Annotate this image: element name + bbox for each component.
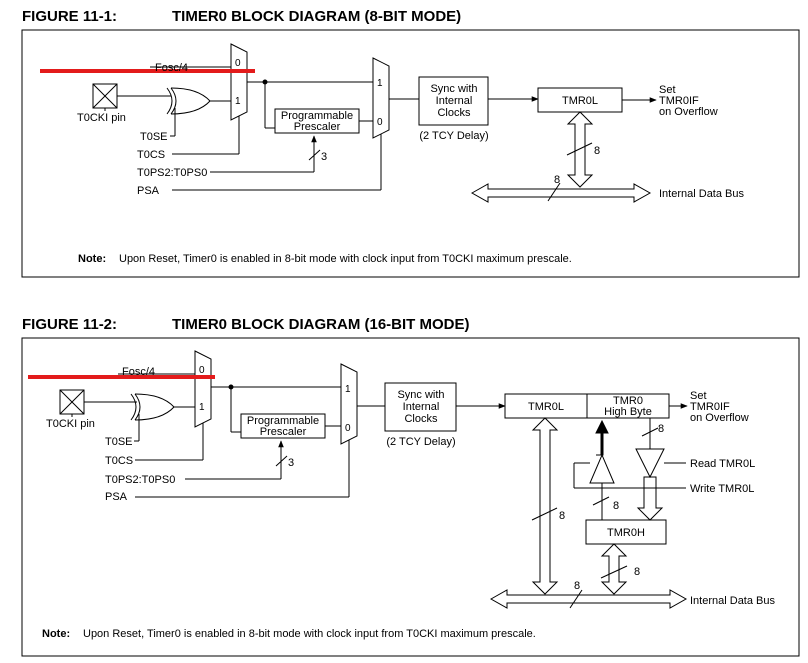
fig1-bus-bits-b: 8 [554,174,560,186]
fig1-tmr0l-label: TMR0L [562,95,598,107]
fig1-set-line1: Set [659,84,676,96]
fig2-xor-gate [134,393,175,421]
fig2-sync-block [384,382,457,432]
fig2-write-arrow [595,419,609,456]
fig2-t0ps-label: T0PS2:T0PS0 [105,474,175,486]
fig1-fosc-label: Fosc/4 [155,62,188,74]
fig1-prescaler-bits: 3 [321,151,327,163]
fig2-diagram [59,350,688,609]
fig2-note-text: Upon Reset, Timer0 is enabled in 8-bit m… [83,628,536,640]
fig2-set-line2: TMR0IF [690,401,730,413]
fig1-internal-data-bus [470,183,652,203]
fig2-fosc-label: Fosc/4 [122,366,155,378]
fig2-prescaler-line2: Prescaler [260,426,307,438]
fig1-set-line2: TMR0IF [659,95,699,107]
fig1-diagram [92,43,657,203]
fig1-sync-line3: Clocks [437,107,471,119]
fig1-t0ps-label: T0PS2:T0PS0 [137,167,207,179]
fig2-set-line1: Set [690,390,707,402]
fig1-sync-line1: Sync with [430,83,477,95]
fig2-set-line3: on Overflow [690,412,749,424]
fig2-bus-label: Internal Data Bus [690,595,775,607]
fig1-psa-label: PSA [137,185,160,197]
fig2-tmr0h-label: TMR0H [607,527,645,539]
fig1-input-mux [230,43,248,121]
fig2-number: FIGURE 11-2: [22,316,117,333]
fig2-frame [21,337,800,657]
fig1-prescaler-line1: Programmable [281,110,353,122]
fig1-t0cs-label: T0CS [137,149,165,161]
fig2-internal-data-bus [489,589,688,609]
fig1-number: FIGURE 11-1: [22,8,117,25]
fig2-mux-in0: 0 [199,365,205,376]
fig2-mux-in1: 1 [199,402,205,413]
fig2-read-label: Read TMR0L [690,458,755,470]
fig2-tmr0h-bus-arrow [600,543,628,595]
fig2-mux2-in1: 1 [345,384,351,395]
fig2-prescaler-line1: Programmable [247,415,319,427]
fig2-note-label: Note: [42,628,70,640]
fig1-t0se-label: T0SE [140,131,168,143]
fig2-sync-line1: Sync with [397,389,444,401]
fig1-clock-mux [372,57,390,139]
fig1-xor-gate [170,87,211,115]
fig1-prescaler-line2: Prescaler [294,121,341,133]
fig1-mux-in0: 0 [235,58,241,69]
fig1-tmr0l-bus-arrow [566,111,594,188]
fig2-read-buffer [635,448,665,479]
fig1-mux-in1: 1 [235,96,241,107]
fig2-tmr0h-register [585,519,667,545]
fig2-tmr0-high-line1: TMR0 [613,395,643,407]
fig2-bits-bus: 8 [574,580,580,592]
fig2-input-mux [194,350,212,428]
fig2-bits-latch: 8 [613,500,619,512]
fig2-bits-h: 8 [634,566,640,578]
fig2-sync-line2: Internal [403,401,440,413]
fig1-mux2-in0: 0 [377,117,383,128]
fig2-psa-label: PSA [105,491,128,503]
fig2-bits-high: 8 [658,423,664,435]
fig2-bits-left: 8 [559,510,565,522]
fig1-set-line3: on Overflow [659,106,718,118]
fig1-sync-block [418,76,489,126]
fig1-bus-label: Internal Data Bus [659,188,744,200]
fig1-note-label: Note: [78,253,106,265]
fig2-t0se-label: T0SE [105,436,133,448]
fig1-delay-label: (2 TCY Delay) [419,130,488,142]
fig2-sync-line3: Clocks [404,413,438,425]
fig2-write-label: Write TMR0L [690,483,754,495]
fig1-sync-line2: Internal [436,95,473,107]
fig2-labels: Fosc/4 0 1 T0CKI pin T0SE T0CS T0PS2:T0P… [42,365,775,640]
fig2-t0cs-label: T0CS [105,455,133,467]
fig1-title: TIMER0 BLOCK DIAGRAM (8-BIT MODE) [172,8,461,25]
fig1-mux2-in1: 1 [377,78,383,89]
fig2-title: TIMER0 BLOCK DIAGRAM (16-BIT MODE) [172,316,470,333]
fig2-prescaler-bits: 3 [288,457,294,469]
fig2-tmr0l-bus-arrow [531,417,559,595]
fig2-clock-mux [340,363,358,445]
fig2-t0cki-pin-label: T0CKI pin [46,418,95,430]
fig2-write-buffer [589,453,615,484]
fig2-read-arrow [636,476,664,521]
fig1-labels: Fosc/4 0 1 T0CKI pin T0SE T0CS T0PS2:T0P… [77,58,744,265]
fig2-delay-label: (2 TCY Delay) [386,436,455,448]
fig1-note-text: Upon Reset, Timer0 is enabled in 8-bit m… [119,253,572,265]
fig2-mux2-in0: 0 [345,423,351,434]
fig2-tmr0-high-line2: High Byte [604,406,652,418]
fig1-t0cki-pin-label: T0CKI pin [77,112,126,124]
fig1-frame [21,29,800,278]
fig2-tmr0l-label: TMR0L [528,401,564,413]
fig1-bus-bits-a: 8 [594,145,600,157]
